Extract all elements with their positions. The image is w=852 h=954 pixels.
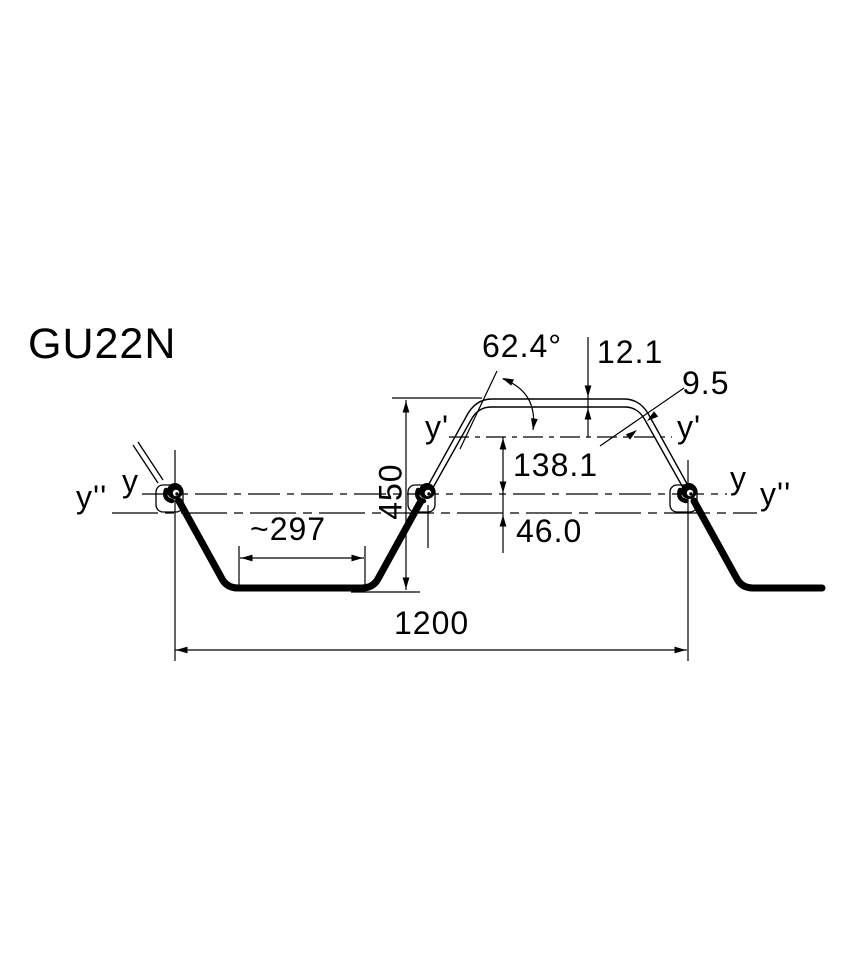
interlock-right xyxy=(669,483,698,513)
height-above-axis-label: 138.1 xyxy=(513,447,599,483)
axis-y-label-left: y xyxy=(122,463,139,499)
section-height-label: 450 xyxy=(372,463,409,520)
axis-offset-label: 46.0 xyxy=(516,513,583,549)
adjacent-pile-stub-inner xyxy=(137,441,164,481)
interlock-middle xyxy=(407,483,436,513)
profile-name: GU22N xyxy=(28,320,177,368)
axis-y-label-right: y xyxy=(730,460,747,496)
interlock-left xyxy=(155,483,184,513)
adjacent-pile-stub-outer xyxy=(132,444,159,484)
hump-outline-outer xyxy=(424,398,692,492)
axis-y-prime-label-left: y' xyxy=(425,409,450,445)
dimension-9-5-leader xyxy=(599,387,685,447)
axis-y-prime-label-right: y' xyxy=(677,409,702,445)
dimension-138-1-and-46 xyxy=(499,437,507,553)
dimension-450 xyxy=(351,397,482,593)
web-thickness-label: 9.5 xyxy=(682,365,730,401)
hump-outline-inner xyxy=(429,406,687,494)
dimension-297 xyxy=(238,546,366,589)
system-width-label: 1200 xyxy=(394,605,470,641)
pan-width-label: ~297 xyxy=(250,511,327,547)
pile-profile-right-trough xyxy=(690,497,826,592)
pile-profile-left-trough xyxy=(175,497,425,592)
angle-label: 62.4° xyxy=(482,328,563,364)
dimension-12-1 xyxy=(584,337,592,437)
dimension-1200 xyxy=(175,646,687,654)
flange-thickness-label: 12.1 xyxy=(597,334,664,370)
dimension-angle-62-4 xyxy=(459,370,538,450)
axis-y-double-prime-label-left: y'' xyxy=(76,479,108,515)
axis-y-double-prime-label-right: y'' xyxy=(760,476,792,512)
